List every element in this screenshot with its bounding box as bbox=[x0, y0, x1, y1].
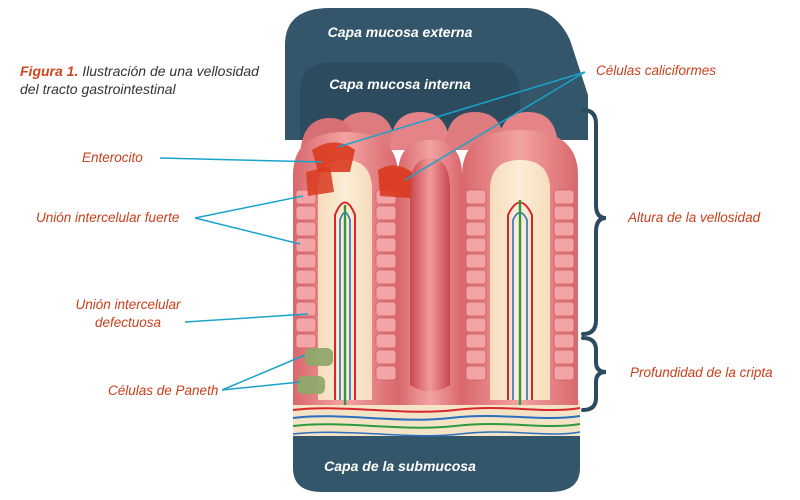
goblet-cell-left bbox=[312, 142, 355, 172]
height-brace bbox=[581, 108, 607, 336]
enterocyte-cell bbox=[306, 166, 334, 196]
right-villus bbox=[462, 130, 578, 405]
label-altura: Altura de la vellosidad bbox=[628, 210, 761, 225]
label-enterocito: Enterocito bbox=[82, 150, 143, 165]
submucosa-layer bbox=[292, 400, 581, 492]
center-crypt bbox=[398, 140, 462, 405]
leader-lines bbox=[159, 71, 586, 391]
figure-number: Figura 1. bbox=[20, 63, 79, 79]
figure-caption: Figura 1. Ilustración de una vellosidad … bbox=[20, 62, 270, 98]
depth-brace bbox=[581, 336, 607, 412]
label-union-defectuosa: Unión intercelular defectuosa bbox=[75, 297, 181, 330]
label-caliciformes: Células caliciformes bbox=[596, 63, 717, 78]
label-union-fuerte: Unión intercelular fuerte bbox=[36, 210, 180, 225]
figure-title: Ilustración de una vellosidad del tracto… bbox=[20, 63, 259, 97]
label-paneth: Células de Paneth bbox=[108, 383, 219, 398]
left-villus bbox=[293, 132, 398, 405]
submucosa-label: Capa de la submucosa bbox=[324, 458, 476, 474]
outer-mucosa-label: Capa mucosa externa bbox=[327, 24, 473, 40]
paneth-cells bbox=[297, 348, 333, 394]
inner-mucosa-label: Capa mucosa interna bbox=[329, 76, 471, 92]
label-profundidad: Profundidad de la cripta bbox=[630, 365, 773, 380]
goblet-cell-right bbox=[378, 165, 412, 198]
